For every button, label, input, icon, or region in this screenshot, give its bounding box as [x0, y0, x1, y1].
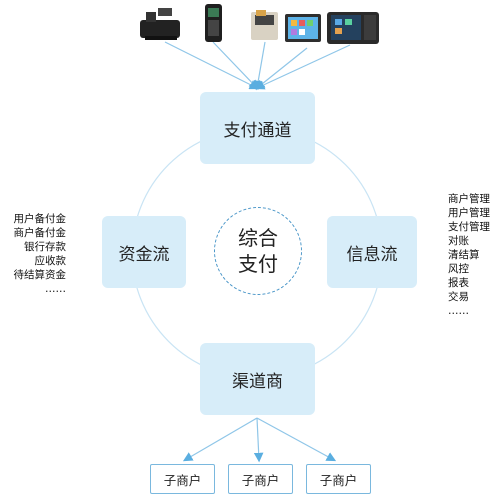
list-item: 清结算 — [448, 249, 480, 261]
payment-channel-node: 支付通道 — [200, 92, 315, 164]
card-terminal-icon — [251, 10, 278, 40]
fund-flow-node: 资金流 — [102, 216, 186, 288]
list-item: 用户备付金 — [13, 213, 67, 225]
list-item: 支付管理 — [448, 221, 490, 233]
list-item: 用户管理 — [448, 207, 490, 219]
list-item: 银行存款 — [24, 241, 66, 253]
list-item: …… — [448, 305, 469, 317]
device-lines — [164, 41, 351, 91]
info-flow-list: 商户管理 用户管理 支付管理 对账 清结算 风控 报表 交易 …… — [448, 192, 500, 318]
list-item: 待结算资金 — [13, 269, 67, 281]
list-item: 商户管理 — [448, 193, 490, 205]
handheld-pos-icon — [205, 4, 222, 42]
list-item: 应收款 — [34, 255, 67, 267]
sub-merchant-lines — [182, 417, 337, 463]
smart-pos-icon — [327, 12, 379, 44]
list-item: 风控 — [448, 263, 469, 275]
tablet-icon — [285, 14, 321, 42]
fund-flow-list: 用户备付金 商户备付金 银行存款 应收款 待结算资金 …… — [0, 212, 67, 296]
center-label-line1: 综合 — [238, 226, 278, 250]
sub-merchant-box: 子商户 — [150, 464, 215, 494]
pos-printer-icon — [140, 8, 180, 40]
sub-merchant-box: 子商户 — [228, 464, 293, 494]
info-flow-node: 信息流 — [327, 216, 417, 288]
sub-merchant-box: 子商户 — [306, 464, 371, 494]
list-item: 商户备付金 — [13, 227, 67, 239]
list-item: 交易 — [448, 291, 469, 303]
channel-partner-node: 渠道商 — [200, 343, 315, 415]
center-label-line2: 支付 — [238, 252, 278, 276]
list-item: …… — [45, 283, 66, 295]
list-item: 报表 — [448, 277, 469, 289]
integrated-payment-center: 综合 支付 — [214, 207, 302, 295]
list-item: 对账 — [448, 235, 469, 247]
